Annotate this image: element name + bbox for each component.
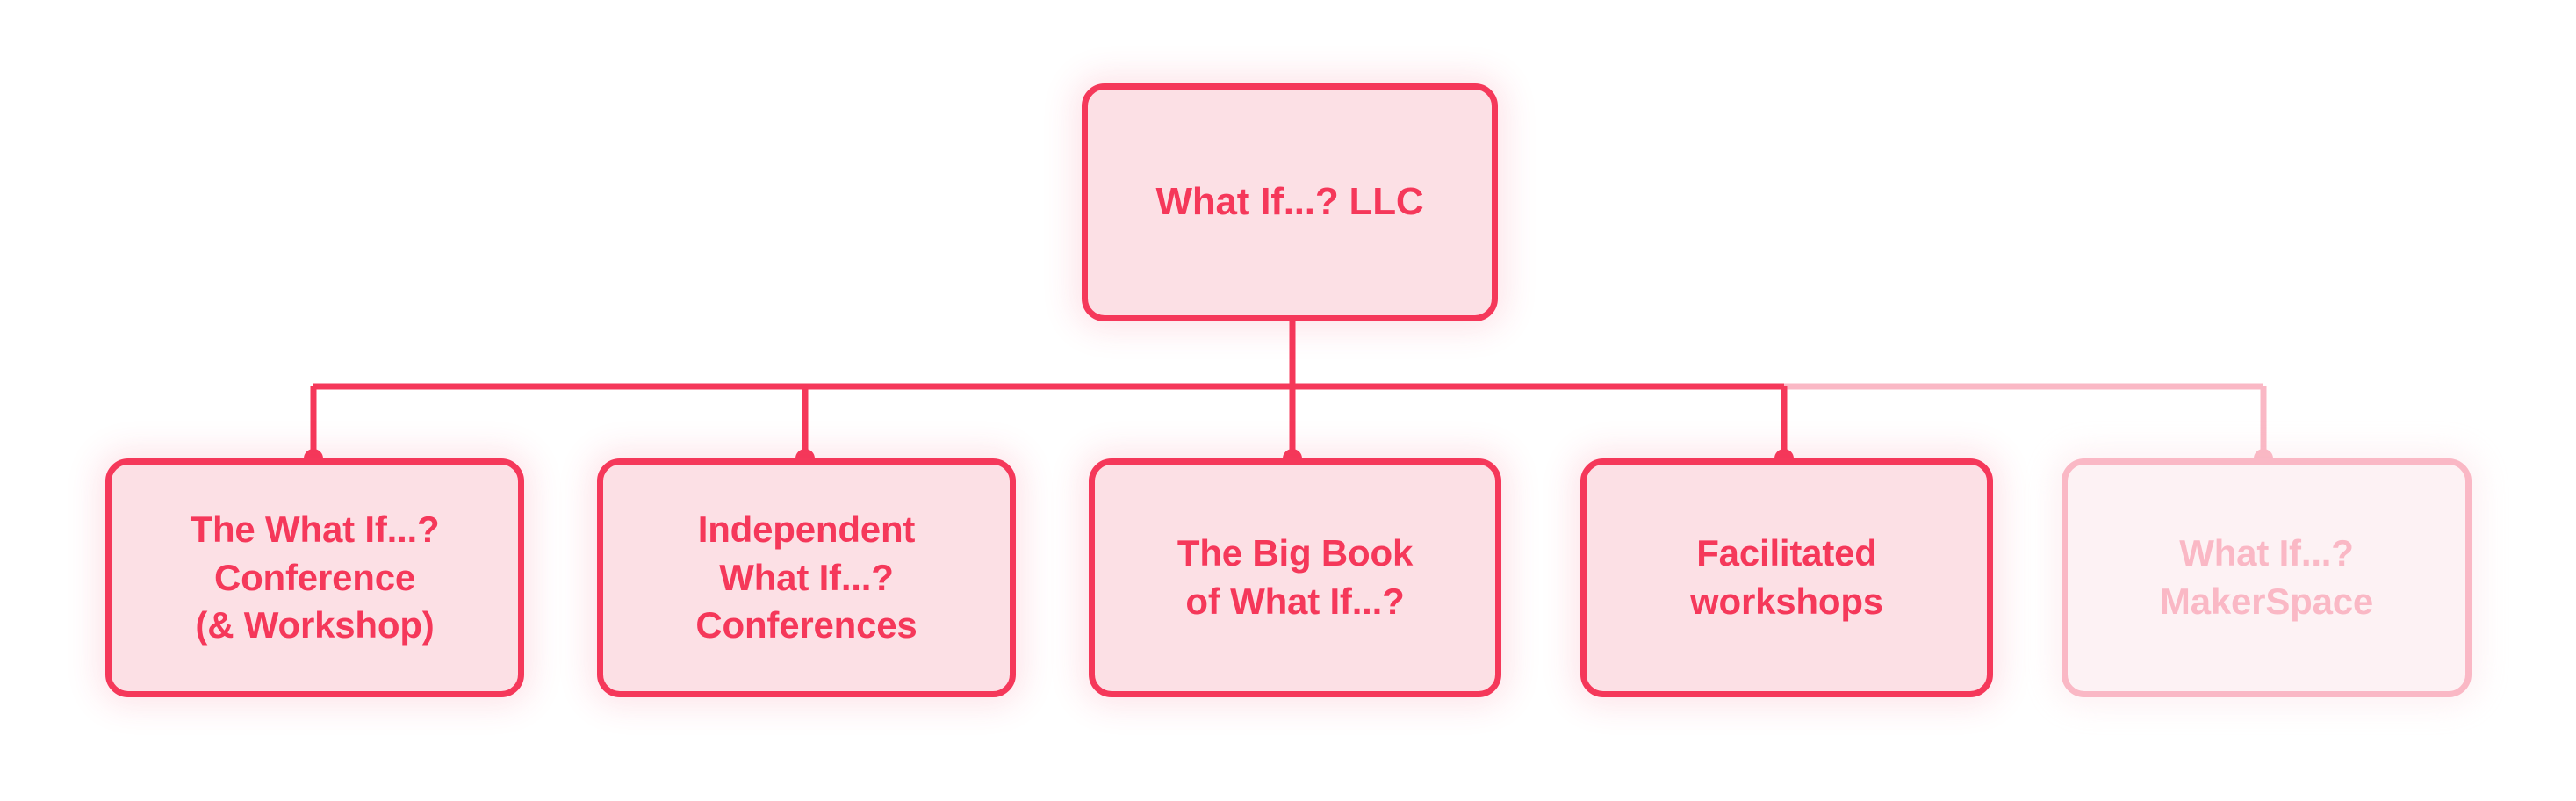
org-node-the-big-book-of-what-if[interactable]: The Big Book of What If...? xyxy=(1089,458,1501,697)
org-node-root[interactable]: What If...? LLC xyxy=(1082,83,1498,321)
org-node-label: What If...? MakerSpace xyxy=(2159,532,2374,622)
org-node-independent-what-if-conferences[interactable]: Independent What If...? Conferences xyxy=(597,458,1016,697)
org-node-facilitated-workshops[interactable]: Facilitated workshops xyxy=(1580,458,1993,697)
org-node-label: The Big Book of What If...? xyxy=(1176,532,1414,622)
org-node-root-label: What If...? LLC xyxy=(1155,180,1424,224)
org-node-label: Facilitated workshops xyxy=(1690,532,1883,622)
org-node-what-if-makerspace[interactable]: What If...? MakerSpace xyxy=(2062,458,2472,697)
org-node-the-what-if-conference[interactable]: The What If...? Conference (& Workshop) xyxy=(105,458,524,697)
org-node-label: The What If...? Conference (& Workshop) xyxy=(190,509,440,646)
org-node-label: Independent What If...? Conferences xyxy=(695,509,917,646)
